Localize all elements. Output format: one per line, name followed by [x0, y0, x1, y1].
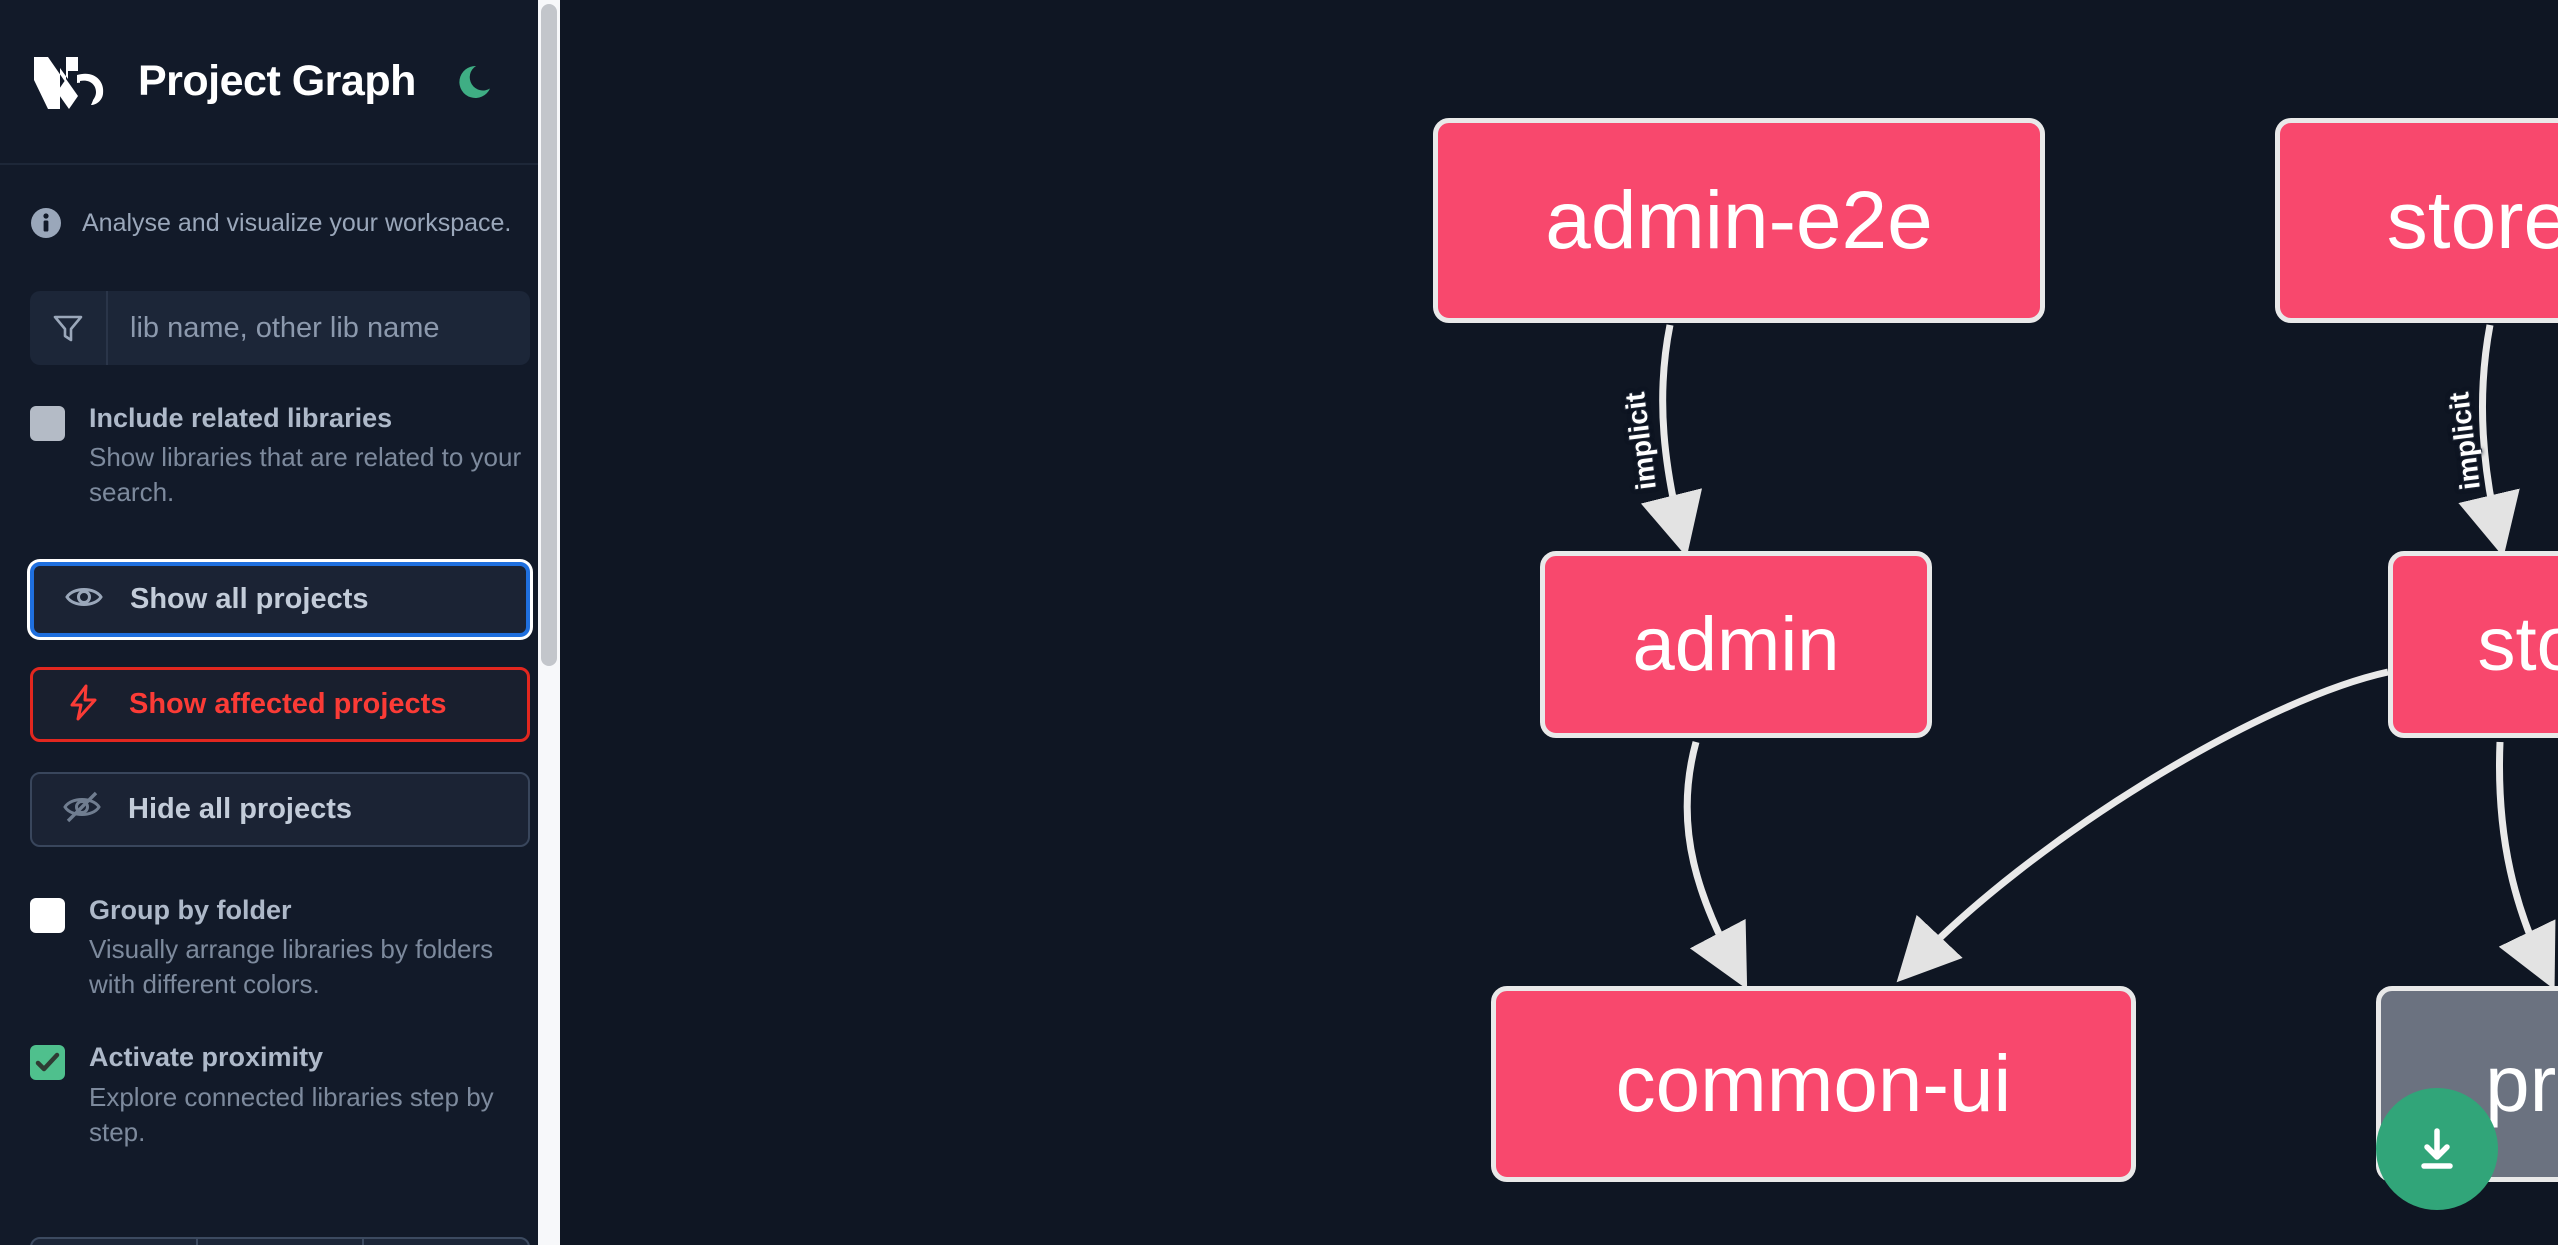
sidebar: Project Graph Analyse and visualize your…: [0, 0, 560, 1245]
download-image-button[interactable]: [2376, 1088, 2498, 1210]
eye-off-icon: [62, 787, 102, 832]
show-all-projects-button[interactable]: Show all projects: [30, 562, 530, 638]
checkbox-label: Include related libraries: [89, 403, 393, 433]
graph-node-label: admin-e2e: [1545, 174, 1933, 266]
hide-all-projects-label: Hide all projects: [128, 793, 353, 826]
sidebar-header: Project Graph: [0, 0, 560, 165]
checkbox-description: Visually arrange libraries by folders wi…: [89, 934, 494, 1000]
info-icon: [30, 207, 62, 239]
analyse-text: Analyse and visualize your workspace.: [82, 208, 512, 237]
eye-icon: [64, 577, 104, 622]
moon-icon[interactable]: [454, 59, 500, 105]
filter-icon: [30, 291, 108, 365]
checkbox-description: Explore connected libraries step by step…: [89, 1081, 494, 1147]
checkbox-box[interactable]: [30, 1045, 65, 1081]
show-affected-projects-label: Show affected projects: [129, 688, 447, 721]
edge-store-common-ui: [1896, 668, 2389, 983]
bottom-button-group[interactable]: [30, 1237, 530, 1245]
bottom-group-segment[interactable]: [364, 1239, 528, 1245]
graph-edges: [1640, 324, 2556, 990]
sidebar-scrollbar-thumb[interactable]: [541, 4, 557, 666]
page-title: Project Graph: [138, 57, 416, 105]
graph-node-label: common-ui: [1615, 1039, 2012, 1128]
graph-node-store[interactable]: store: [2388, 551, 2558, 738]
download-icon: [2421, 1128, 2453, 1169]
filter-search-box[interactable]: [30, 291, 530, 365]
analyse-banner: Analyse and visualize your workspace.: [30, 207, 530, 239]
edge-admin-e2e-admin: [1640, 324, 1703, 558]
graph-node-common-ui[interactable]: common-ui: [1491, 986, 2136, 1182]
edge-store-e2e-store: [2458, 324, 2520, 558]
search-input[interactable]: [108, 291, 530, 365]
show-all-projects-label: Show all projects: [130, 583, 369, 616]
checkbox-description: Show libraries that are related to your …: [89, 442, 522, 508]
checkbox-group-by-folder[interactable]: Group by folder Visually arrange librari…: [30, 895, 530, 1002]
sidebar-body: Analyse and visualize your workspace. In…: [0, 207, 560, 1150]
checkbox-include-related-libraries[interactable]: Include related libraries Show libraries…: [30, 403, 530, 510]
graph-node-store-e2e[interactable]: store-e2e: [2275, 118, 2558, 323]
bottom-group-segment[interactable]: [198, 1239, 364, 1245]
edge-admin-common-ui: [1683, 741, 1748, 990]
sidebar-scrollbar[interactable]: [538, 0, 560, 1245]
graph-canvas[interactable]: admin-e2e store-e2e admin store common-u…: [560, 0, 2558, 1245]
graph-node-label: store-e2e: [2386, 174, 2558, 266]
graph-node-label: admin: [1632, 602, 1840, 687]
graph-node-label: store: [2477, 602, 2558, 687]
hide-all-projects-button[interactable]: Hide all projects: [30, 772, 530, 848]
edge-store-products: [2496, 741, 2556, 990]
checkbox-label: Activate proximity: [89, 1042, 324, 1073]
checkbox-label: Group by folder: [89, 895, 292, 926]
check-icon: [35, 1053, 60, 1072]
lightning-icon: [63, 682, 103, 727]
graph-node-admin-e2e[interactable]: admin-e2e: [1433, 118, 2045, 323]
show-affected-projects-button[interactable]: Show affected projects: [30, 667, 530, 743]
graph-node-admin[interactable]: admin: [1540, 551, 1932, 738]
graph-node-label: products: [2485, 1039, 2558, 1128]
nx-logo-icon: [30, 51, 116, 113]
checkbox-box[interactable]: [30, 898, 65, 934]
checkbox-activate-proximity[interactable]: Activate proximity Explore connected lib…: [30, 1042, 530, 1149]
checkbox-box[interactable]: [30, 406, 65, 441]
bottom-group-segment[interactable]: [32, 1239, 198, 1245]
